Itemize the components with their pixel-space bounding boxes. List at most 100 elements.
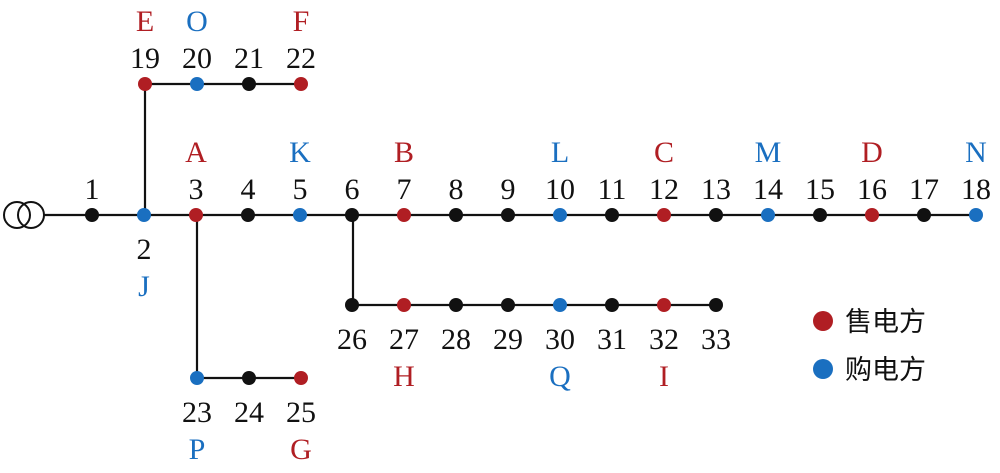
bus-number-label: 32 <box>649 323 679 356</box>
bus-node-19: 19E <box>130 5 160 91</box>
bus-node-30: 30Q <box>545 298 575 393</box>
bus-number-label: 5 <box>293 173 308 206</box>
bus-number-label: 12 <box>649 173 679 206</box>
seller-node-dot <box>397 298 411 312</box>
neutral-node-dot <box>242 371 256 385</box>
party-tag-label: O <box>186 5 208 38</box>
bus-number-label: 21 <box>234 42 264 75</box>
neutral-node-dot <box>501 298 515 312</box>
bus-number-label: 8 <box>449 173 464 206</box>
bus-number-label: 25 <box>286 396 316 429</box>
legend-seller-label: 售电方 <box>845 307 926 338</box>
bus-number-label: 4 <box>241 173 256 206</box>
bus-node-8: 8 <box>449 173 464 222</box>
bus-node-31: 31 <box>597 298 627 356</box>
bus-node-6: 6 <box>345 173 360 222</box>
neutral-node-dot <box>449 208 463 222</box>
bus-node-4: 4 <box>241 173 256 222</box>
bus-node-17: 17 <box>909 173 939 222</box>
buyer-node-dot <box>553 298 567 312</box>
seller-node-dot <box>294 371 308 385</box>
party-tag-label: B <box>394 136 414 169</box>
bus-number-label: 11 <box>598 173 627 206</box>
buyer-node-dot <box>553 208 567 222</box>
bus-number-label: 19 <box>130 42 160 75</box>
bus-number-label: 15 <box>805 173 835 206</box>
bus-number-label: 2 <box>137 233 152 266</box>
neutral-node-dot <box>605 208 619 222</box>
seller-node-dot <box>294 77 308 91</box>
bus-number-label: 23 <box>182 396 212 429</box>
party-tag-label: H <box>393 360 415 393</box>
bus-node-12: 12C <box>649 136 679 222</box>
bus-node-33: 33 <box>701 298 731 356</box>
bus-number-label: 30 <box>545 323 575 356</box>
party-tag-label: A <box>185 136 207 169</box>
party-tag-label: I <box>659 360 669 393</box>
bus-node-10: 10 L <box>545 136 575 222</box>
bus-node-28: 28 <box>441 298 471 356</box>
bus-node-20: 20O <box>182 5 212 91</box>
bus-node-26: 26 <box>337 298 367 356</box>
bus-number-label: 29 <box>493 323 523 356</box>
bus-number-label: 17 <box>909 173 939 206</box>
bus-node-29: 29 <box>493 298 523 356</box>
buyer-node-dot <box>761 208 775 222</box>
neutral-node-dot <box>242 77 256 91</box>
party-tag-label: D <box>861 136 883 169</box>
neutral-node-dot <box>709 208 723 222</box>
bus-number-label: 14 <box>753 173 783 206</box>
seller-node-dot <box>189 208 203 222</box>
buyer-node-dot <box>293 208 307 222</box>
legend: 售电方 购电方 <box>813 307 926 386</box>
party-tag-label: P <box>189 433 206 466</box>
bus-node-25: 25G <box>286 371 316 466</box>
bus-number-label: 13 <box>701 173 731 206</box>
bus-node-3: 3A <box>185 136 207 222</box>
bus-number-label: 26 <box>337 323 367 356</box>
party-tag-label: J <box>138 270 150 303</box>
neutral-node-dot <box>85 208 99 222</box>
bus-number-label: 10 <box>545 173 575 206</box>
bus-node-1: 1 <box>85 173 100 222</box>
legend-buyer-label: 购电方 <box>845 355 926 386</box>
bus-number-label: 33 <box>701 323 731 356</box>
party-tag-label: K <box>289 136 311 169</box>
neutral-node-dot <box>709 298 723 312</box>
bus-node-14: 14M <box>753 136 783 222</box>
seller-node-dot <box>138 77 152 91</box>
neutral-node-dot <box>917 208 931 222</box>
bus-number-label: 1 <box>85 173 100 206</box>
bus-number-label: 16 <box>857 173 887 206</box>
neutral-node-dot <box>449 298 463 312</box>
neutral-node-dot <box>501 208 515 222</box>
party-tag-label: L <box>551 136 569 169</box>
bus-number-label: 6 <box>345 173 360 206</box>
legend-buyer-dot <box>813 359 833 379</box>
bus-node-16: 16 D <box>857 136 887 222</box>
bus-number-label: 9 <box>501 173 516 206</box>
party-tag-label: G <box>290 433 312 466</box>
legend-seller-dot <box>813 311 833 331</box>
bus-number-label: 7 <box>397 173 412 206</box>
bus-node-21: 21 <box>234 42 264 91</box>
bus-number-label: 27 <box>389 323 419 356</box>
bus-node-27: 27H <box>389 298 419 393</box>
seller-node-dot <box>397 208 411 222</box>
transformer-source-icon <box>3 201 45 229</box>
bus-node-32: 32I <box>649 298 679 393</box>
bus-number-label: 31 <box>597 323 627 356</box>
seller-node-dot <box>657 298 671 312</box>
neutral-node-dot <box>605 298 619 312</box>
bus-node-7: 7B <box>394 136 414 222</box>
buyer-node-dot <box>190 371 204 385</box>
bus-node-9: 9 <box>501 173 516 222</box>
party-tag-label: F <box>293 5 310 38</box>
bus-node-22: 22F <box>286 5 316 91</box>
bus-node-5: 5K <box>289 136 311 222</box>
party-tag-label: N <box>965 136 987 169</box>
neutral-node-dot <box>813 208 827 222</box>
